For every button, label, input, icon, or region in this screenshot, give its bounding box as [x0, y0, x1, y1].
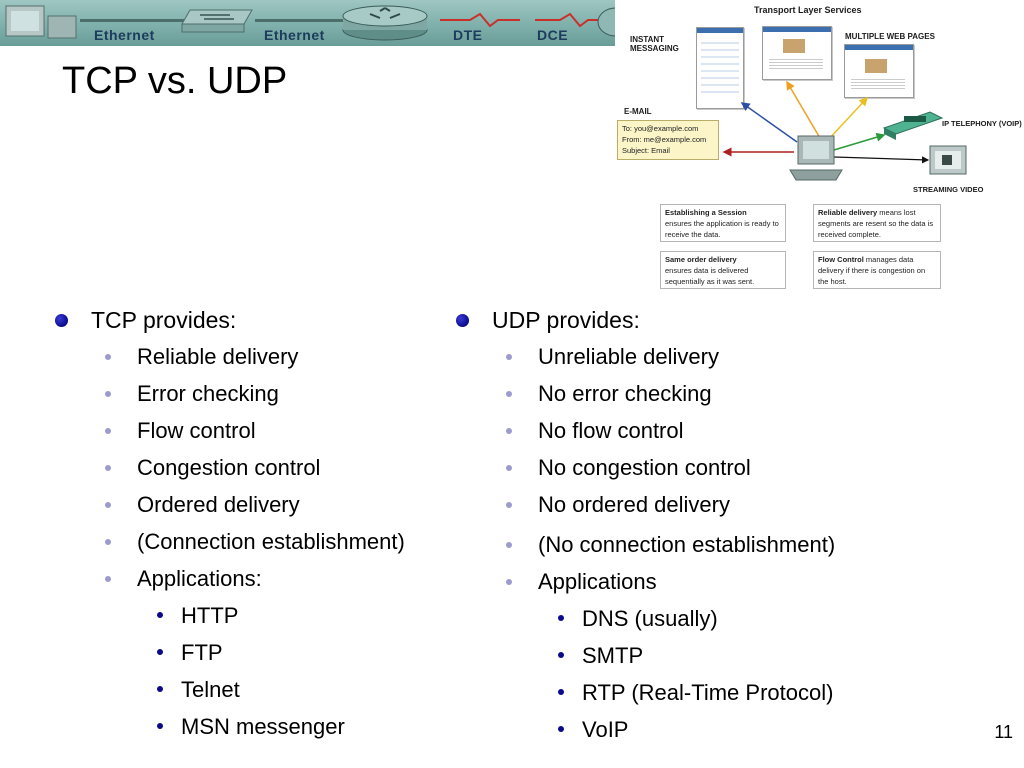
instant-messaging-label: INSTANT MESSAGING: [630, 35, 679, 53]
tcp-heading: TCP provides:: [53, 302, 405, 338]
list-item: Congestion control: [53, 449, 405, 486]
email-label: E-MAIL: [624, 107, 652, 116]
bullet-icon: [157, 649, 163, 655]
app-item: VoIP: [454, 711, 835, 748]
app-item: RTP (Real-Time Protocol): [454, 674, 835, 711]
udp-heading: UDP provides:: [454, 302, 835, 338]
bullet-icon: [105, 354, 111, 360]
app-item: FTP: [53, 634, 405, 671]
banner-label-ethernet-2: Ethernet: [264, 27, 325, 43]
app-item: Telnet: [53, 671, 405, 708]
bullet-icon: [105, 576, 111, 582]
list-item: No flow control: [454, 412, 835, 449]
page-number: 11: [994, 722, 1013, 742]
bullet-icon: [506, 354, 512, 360]
tcp-column: TCP provides: Reliable delivery Error ch…: [53, 302, 405, 745]
list-item: No ordered delivery: [454, 486, 835, 523]
web-page-window-1: [762, 26, 832, 80]
network-device-icon: [5, 5, 77, 39]
bullet-icon: [105, 391, 111, 397]
router-icon-right: [597, 7, 615, 37]
service-arrows: [722, 80, 967, 181]
list-item: Applications: [454, 563, 835, 600]
bullet-icon: [506, 502, 512, 508]
instant-messaging-window: [696, 27, 744, 109]
bullet-icon: [558, 689, 564, 695]
bullet-icon: [558, 726, 564, 732]
banner-label-dte: DTE: [453, 27, 483, 43]
bullet-icon: [558, 652, 564, 658]
app-item: DNS (usually): [454, 600, 835, 637]
list-item: (Connection establishment): [53, 523, 405, 560]
top-banner: Ethernet Ethernet DTE DCE: [0, 0, 615, 46]
app-item: MSN messenger: [53, 708, 405, 745]
serial-link-icon: [440, 12, 610, 28]
list-item: Flow control: [53, 412, 405, 449]
router-icon: [342, 5, 428, 41]
slide-title: TCP vs. UDP: [62, 60, 288, 102]
bullet-icon: [105, 539, 111, 545]
streaming-tv-icon: [929, 145, 967, 175]
udp-column: UDP provides: Unreliable delivery No err…: [454, 302, 835, 748]
diagram-heading: Transport Layer Services: [754, 5, 862, 15]
list-item: (No connection establishment): [454, 526, 835, 563]
streaming-video-label: STREAMING VIDEO: [913, 185, 984, 194]
bullet-icon: [506, 428, 512, 434]
list-item: Error checking: [53, 375, 405, 412]
app-item: SMTP: [454, 637, 835, 674]
banner-label-ethernet-1: Ethernet: [94, 27, 155, 43]
note-reliable: Reliable delivery means lost segments ar…: [813, 204, 941, 242]
list-item: Unreliable delivery: [454, 338, 835, 375]
app-item: HTTP: [53, 597, 405, 634]
bullet-icon: [558, 615, 564, 621]
transport-layer-diagram: Transport Layer Services INSTANT MESSAGI…: [612, 0, 1024, 295]
bullet-icon: [55, 314, 68, 327]
bullet-icon: [105, 428, 111, 434]
bullet-icon: [506, 391, 512, 397]
list-item: Applications:: [53, 560, 405, 597]
banner-label-dce: DCE: [537, 27, 569, 43]
bullet-icon: [506, 465, 512, 471]
list-item: Reliable delivery: [53, 338, 405, 375]
web-page-window-2: [844, 44, 914, 98]
bullet-icon: [506, 579, 512, 585]
email-box: To: you@example.com From: me@example.com…: [617, 120, 719, 160]
bullet-icon: [157, 612, 163, 618]
bullet-icon: [105, 465, 111, 471]
multiple-web-pages-label: MULTIPLE WEB PAGES: [845, 32, 935, 41]
bullet-icon: [105, 502, 111, 508]
list-item: No congestion control: [454, 449, 835, 486]
ip-phone-icon: [882, 111, 944, 140]
switch-icon: [181, 9, 253, 33]
bullet-icon: [456, 314, 469, 327]
bullet-icon: [157, 686, 163, 692]
bullet-icon: [157, 723, 163, 729]
list-item: Ordered delivery: [53, 486, 405, 523]
note-flow: Flow Control manages data delivery if th…: [813, 251, 941, 289]
ip-telephony-label: IP TELEPHONY (VOIP): [942, 119, 1022, 128]
host-computer-icon: [789, 135, 843, 181]
bullet-icon: [506, 542, 512, 548]
list-item: No error checking: [454, 375, 835, 412]
